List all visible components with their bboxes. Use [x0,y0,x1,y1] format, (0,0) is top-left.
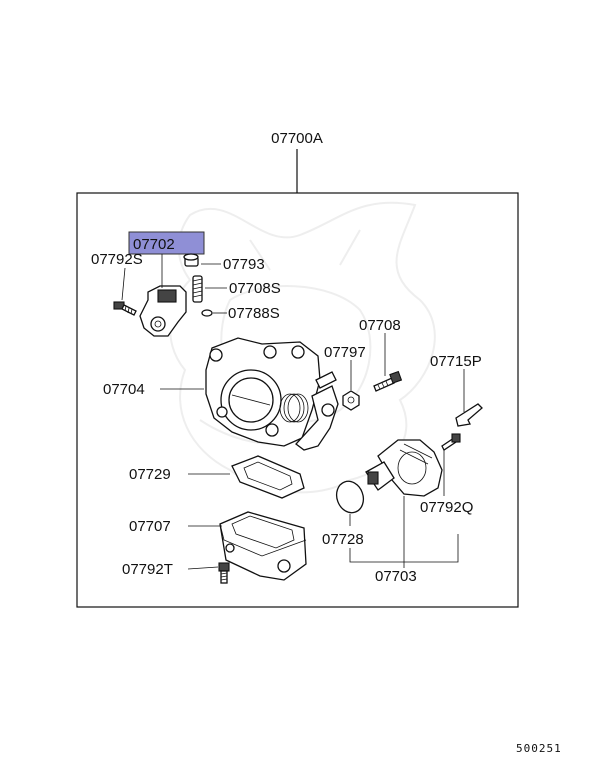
part-label-07708[interactable]: 07708 [359,317,401,334]
part-label-07704[interactable]: 07704 [103,381,145,398]
bolt-07708-part [373,370,403,392]
throttle-body-part [205,337,339,451]
intake-chamber-part [219,511,307,581]
part-label-07728[interactable]: 07728 [322,531,364,548]
part-label-07715p[interactable]: 07715P [430,353,482,370]
highlight-box [128,231,205,255]
cap-07793-part [183,253,199,267]
screw-07792t-part [218,562,230,584]
o-ring-07788s-part [201,309,213,317]
spring-07708s-part [192,275,203,303]
part-label-07793[interactable]: 07793 [223,256,265,273]
figure-code: 500251 [516,742,562,755]
idle-speed-motor-part [365,439,443,497]
part-label-07702[interactable]: 07702 [133,236,175,253]
leader-lines [121,254,465,570]
assembly-label: 07700A [271,130,323,147]
screw-07792s-part [113,301,137,316]
bracket-07715p-part [455,398,483,427]
o-ring-07728-part [335,480,365,514]
nut-07797-part [342,390,360,411]
gasket-07729-part [231,455,305,499]
part-label-07788s[interactable]: 07788S [228,305,280,322]
part-label-07707[interactable]: 07707 [129,518,171,535]
part-label-07729[interactable]: 07729 [129,466,171,483]
part-label-07703[interactable]: 07703 [375,568,417,585]
part-label-07792s[interactable]: 07792S [91,251,143,268]
throttle-position-sensor-part [139,285,187,337]
part-label-07792q[interactable]: 07792Q [420,499,473,516]
screw-07792q-part [441,433,461,451]
part-label-07792t[interactable]: 07792T [122,561,173,578]
part-label-07797[interactable]: 07797 [324,344,366,361]
part-label-07708s[interactable]: 07708S [229,280,281,297]
